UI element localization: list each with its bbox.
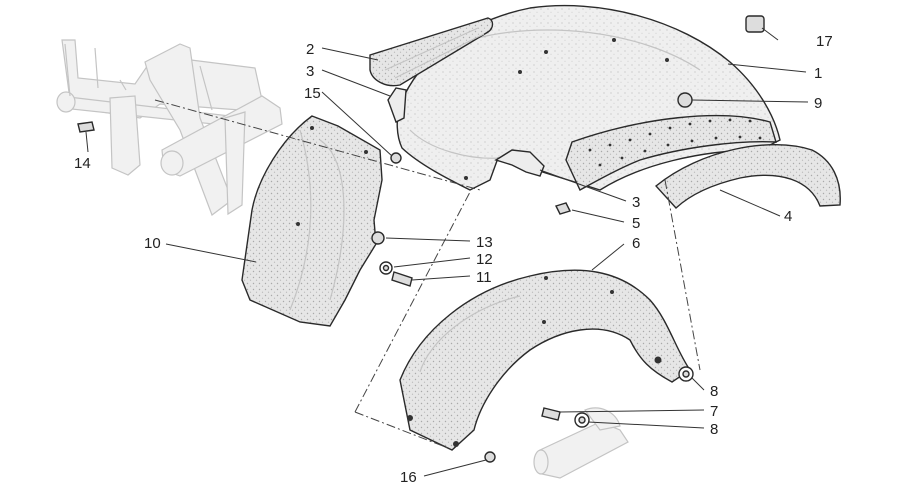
clip-17 — [745, 15, 765, 33]
callout-8-upper: 8 — [710, 383, 718, 400]
callout-labels: 17 1 2 3 15 9 14 3 4 5 10 13 6 12 11 8 7… — [74, 33, 833, 486]
seat-pad — [369, 17, 494, 87]
lower-inner-fender — [399, 269, 691, 451]
grommet-9 — [677, 92, 693, 108]
callout-2: 2 — [306, 41, 314, 58]
callout-15: 15 — [304, 85, 321, 102]
fastener-15 — [390, 152, 402, 164]
callout-4: 4 — [784, 208, 792, 225]
callout-13: 13 — [476, 234, 493, 251]
assembly-axis-lines — [154, 99, 701, 449]
callout-12: 12 — [476, 251, 493, 268]
callout-14: 14 — [74, 155, 91, 172]
fender-trim-strip — [654, 144, 841, 209]
callout-16: 16 — [400, 469, 417, 486]
callout-17: 17 — [816, 33, 833, 50]
callout-10: 10 — [144, 235, 161, 252]
callout-8-lower: 8 — [710, 421, 718, 438]
callout-3-upper: 3 — [306, 63, 314, 80]
inner-splash-guard — [241, 115, 383, 327]
callout-5: 5 — [632, 215, 640, 232]
callout-3-lower: 3 — [632, 194, 640, 211]
bracket-upper — [387, 87, 407, 123]
nut-5 — [555, 202, 571, 215]
callout-7: 7 — [710, 403, 718, 420]
fastener-16 — [484, 451, 496, 463]
washer-8-upper — [678, 366, 694, 382]
callout-9: 9 — [814, 95, 822, 112]
callout-11: 11 — [476, 269, 492, 286]
fender-side-panel — [565, 114, 777, 191]
spacer-13 — [371, 231, 385, 245]
bolt-11 — [391, 271, 413, 287]
callout-1: 1 — [814, 65, 822, 82]
swingarm-ghost — [533, 407, 629, 479]
leader-lines — [85, 27, 809, 477]
bolt-7 — [541, 407, 561, 421]
callout-6: 6 — [632, 235, 640, 252]
fastener-14 — [77, 121, 95, 133]
washer-12 — [379, 261, 393, 275]
frame-ghost — [56, 39, 283, 216]
washer-8-lower — [574, 412, 590, 428]
